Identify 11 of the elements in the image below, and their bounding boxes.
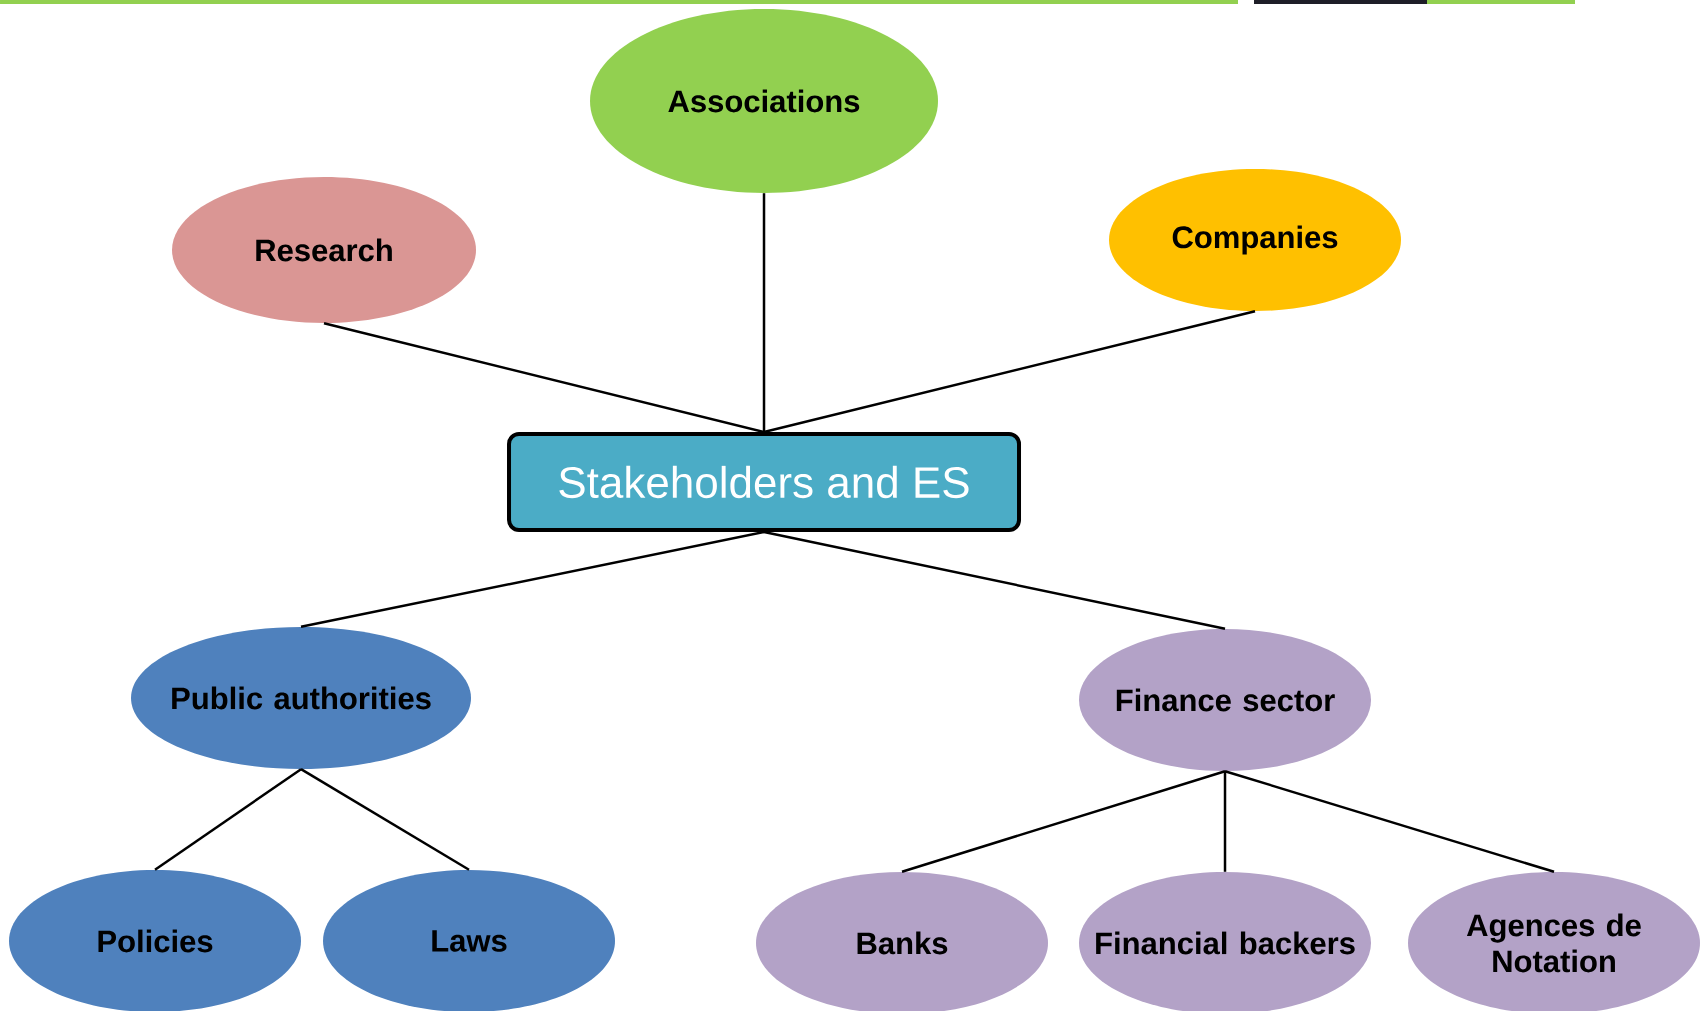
connector-line xyxy=(762,193,766,432)
connector-line xyxy=(323,322,765,434)
connector-line xyxy=(1223,771,1227,872)
connector-line xyxy=(300,530,765,629)
title-box: Stakeholders and ES xyxy=(507,432,1021,532)
connector-line xyxy=(901,770,1226,873)
connector-line xyxy=(763,310,1256,434)
connector-line xyxy=(1224,770,1555,873)
connector-line xyxy=(300,768,470,871)
connector-line xyxy=(154,768,302,871)
connector-line xyxy=(763,530,1226,631)
